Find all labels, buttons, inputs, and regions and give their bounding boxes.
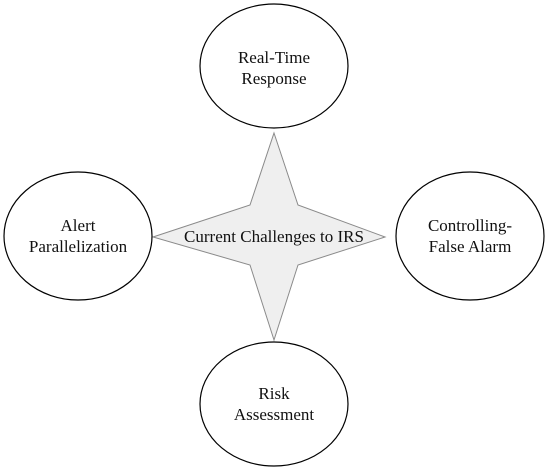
node-top-line1: Real-Time: [238, 48, 310, 67]
node-left-line2: Parallelization: [29, 237, 128, 256]
node-left-ellipse: [3, 171, 153, 301]
node-bottom-ellipse: [199, 341, 349, 467]
node-right-ellipse: [395, 171, 545, 301]
node-right-line1: Controlling-: [428, 216, 512, 235]
node-controlling-false-alarm: Controlling- False Alarm: [395, 171, 545, 301]
node-left-line1: Alert: [61, 216, 96, 235]
node-risk-assessment: Risk Assessment: [199, 341, 349, 467]
node-bottom-line1: Risk: [258, 384, 290, 403]
node-alert-parallelization: Alert Parallelization: [3, 171, 153, 301]
center-star-shape: [151, 131, 387, 342]
node-real-time-response: Real-Time Response: [199, 3, 349, 129]
node-right-line2: False Alarm: [429, 237, 512, 256]
node-top-ellipse: [199, 3, 349, 129]
center-label: Current Challenges to IRS: [184, 227, 364, 246]
node-top-line2: Response: [241, 69, 306, 88]
node-bottom-line2: Assessment: [234, 405, 315, 424]
